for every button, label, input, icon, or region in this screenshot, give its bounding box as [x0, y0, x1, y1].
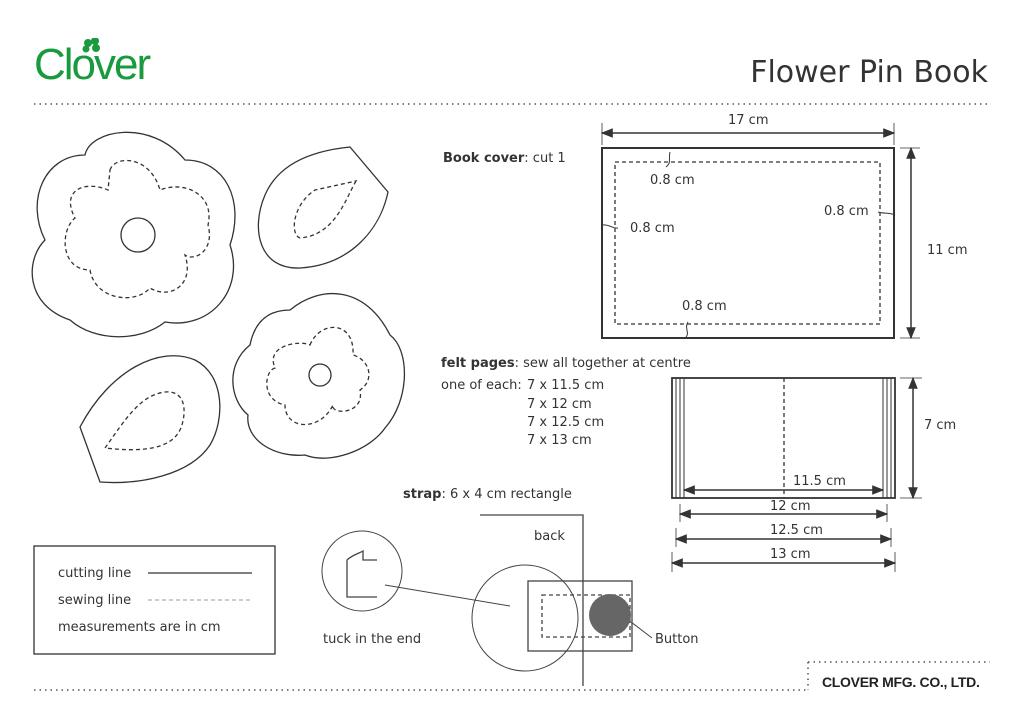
book-cover-label: Book cover: cut 1: [443, 151, 566, 166]
clover-logo: Clover: [34, 38, 151, 89]
strap-instruction: : 6 x 4 cm rectangle: [441, 487, 572, 502]
cover-margin-bottom: 0.8 cm: [682, 299, 727, 314]
tuck-label: tuck in the end: [323, 632, 422, 647]
felt-size-4: 7 x 13 cm: [527, 433, 592, 448]
page-title: Flower Pin Book: [750, 55, 988, 90]
felt-pages-diagram: [670, 376, 922, 572]
large-flower-pattern: [31, 131, 236, 338]
felt-size-2: 7 x 12 cm: [527, 397, 592, 412]
brand-name: Clover: [34, 40, 151, 89]
felt-width-1: 11.5 cm: [793, 474, 846, 489]
legend-measurements: measurements are in cm: [58, 620, 221, 635]
clover-leaf-icon: [82, 38, 100, 53]
book-cover-instruction: : cut 1: [524, 151, 566, 166]
leaf-pattern-1: [257, 146, 389, 269]
felt-height: 7 cm: [924, 418, 957, 433]
cover-margin-right: 0.8 cm: [824, 204, 869, 219]
book-cover-diagram: [600, 123, 920, 340]
back-label: back: [534, 529, 565, 544]
legend-cutting-line: cutting line: [58, 566, 132, 581]
felt-pages-instruction: : sew all together at centre: [514, 356, 691, 371]
felt-pages-heading: felt pages: [441, 356, 515, 371]
felt-width-2: 12 cm: [770, 499, 811, 514]
company-name: CLOVER MFG. CO., LTD.: [822, 674, 980, 690]
felt-size-1: 7 x 11.5 cm: [527, 378, 605, 393]
felt-size-3: 7 x 12.5 cm: [527, 415, 605, 430]
leaf-pattern-2: [79, 355, 221, 484]
felt-width-4: 13 cm: [770, 547, 811, 562]
strap-diagram: [321, 514, 653, 686]
felt-pages-label: felt pages: sew all together at centre: [441, 356, 691, 371]
cover-width: 17 cm: [728, 113, 769, 128]
cover-margin-left: 0.8 cm: [630, 221, 675, 236]
cover-margin-top: 0.8 cm: [650, 173, 695, 188]
button-label: Button: [655, 632, 699, 647]
small-flower-pattern: [232, 292, 406, 459]
legend-box: [33, 545, 276, 655]
felt-pages-prefix: one of each:: [441, 378, 522, 393]
felt-width-3: 12.5 cm: [770, 523, 823, 538]
cover-height: 11 cm: [927, 243, 968, 258]
book-cover-heading: Book cover: [443, 151, 525, 166]
strap-heading: strap: [403, 487, 442, 502]
button-icon: [589, 594, 631, 636]
legend-sewing-line: sewing line: [58, 593, 132, 608]
strap-label: strap: 6 x 4 cm rectangle: [403, 487, 572, 502]
